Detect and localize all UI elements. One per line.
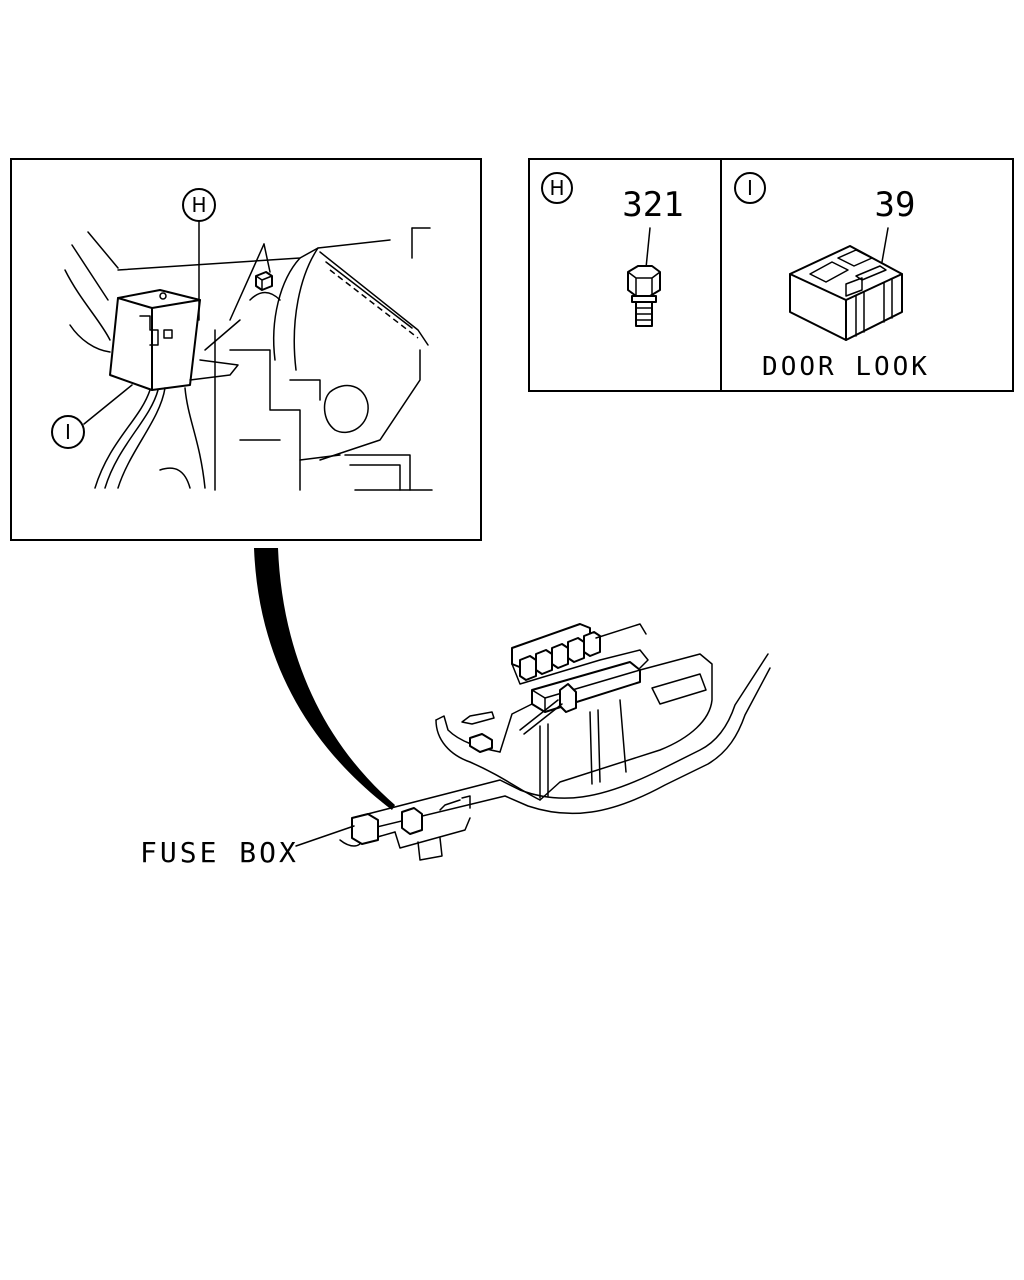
- bolt-drawing: [204, 243, 273, 351]
- bolt-part-drawing: [627, 265, 661, 327]
- part-caption-door-look: DOOR LOOK: [762, 352, 930, 382]
- parts-cell-h-callout: H: [549, 176, 564, 200]
- parts-table-frame: [528, 158, 1014, 392]
- fuse-box-label: FUSE BOX: [140, 836, 299, 869]
- relay-part-drawing: [789, 245, 903, 341]
- harness-rail: [339, 653, 771, 861]
- parts-table: H 321 I 39: [528, 158, 1014, 392]
- main-view: FUSE BOX: [140, 623, 771, 869]
- fuse-row: [511, 623, 649, 685]
- part-number-321: 321: [622, 185, 683, 225]
- parts-cell-i: I 39 DOOR LOOK: [734, 172, 930, 382]
- callout-h-detail: H: [182, 188, 216, 321]
- part-number-39: 39: [875, 185, 916, 225]
- fuse-box-drawing: [435, 623, 713, 801]
- detail-pointer-arrow: [254, 548, 395, 810]
- callout-i-detail: I: [51, 384, 133, 449]
- parts-cell-i-callout: I: [747, 176, 753, 200]
- fuse-box-callout: FUSE BOX: [140, 825, 355, 869]
- dashboard-contours: [64, 227, 433, 491]
- relay-module-drawing: [94, 289, 239, 489]
- callout-h-detail-label: H: [191, 193, 206, 217]
- callout-i-detail-label: I: [65, 420, 71, 444]
- detail-panel: H I: [10, 158, 482, 541]
- parts-cell-h: H 321: [541, 172, 684, 327]
